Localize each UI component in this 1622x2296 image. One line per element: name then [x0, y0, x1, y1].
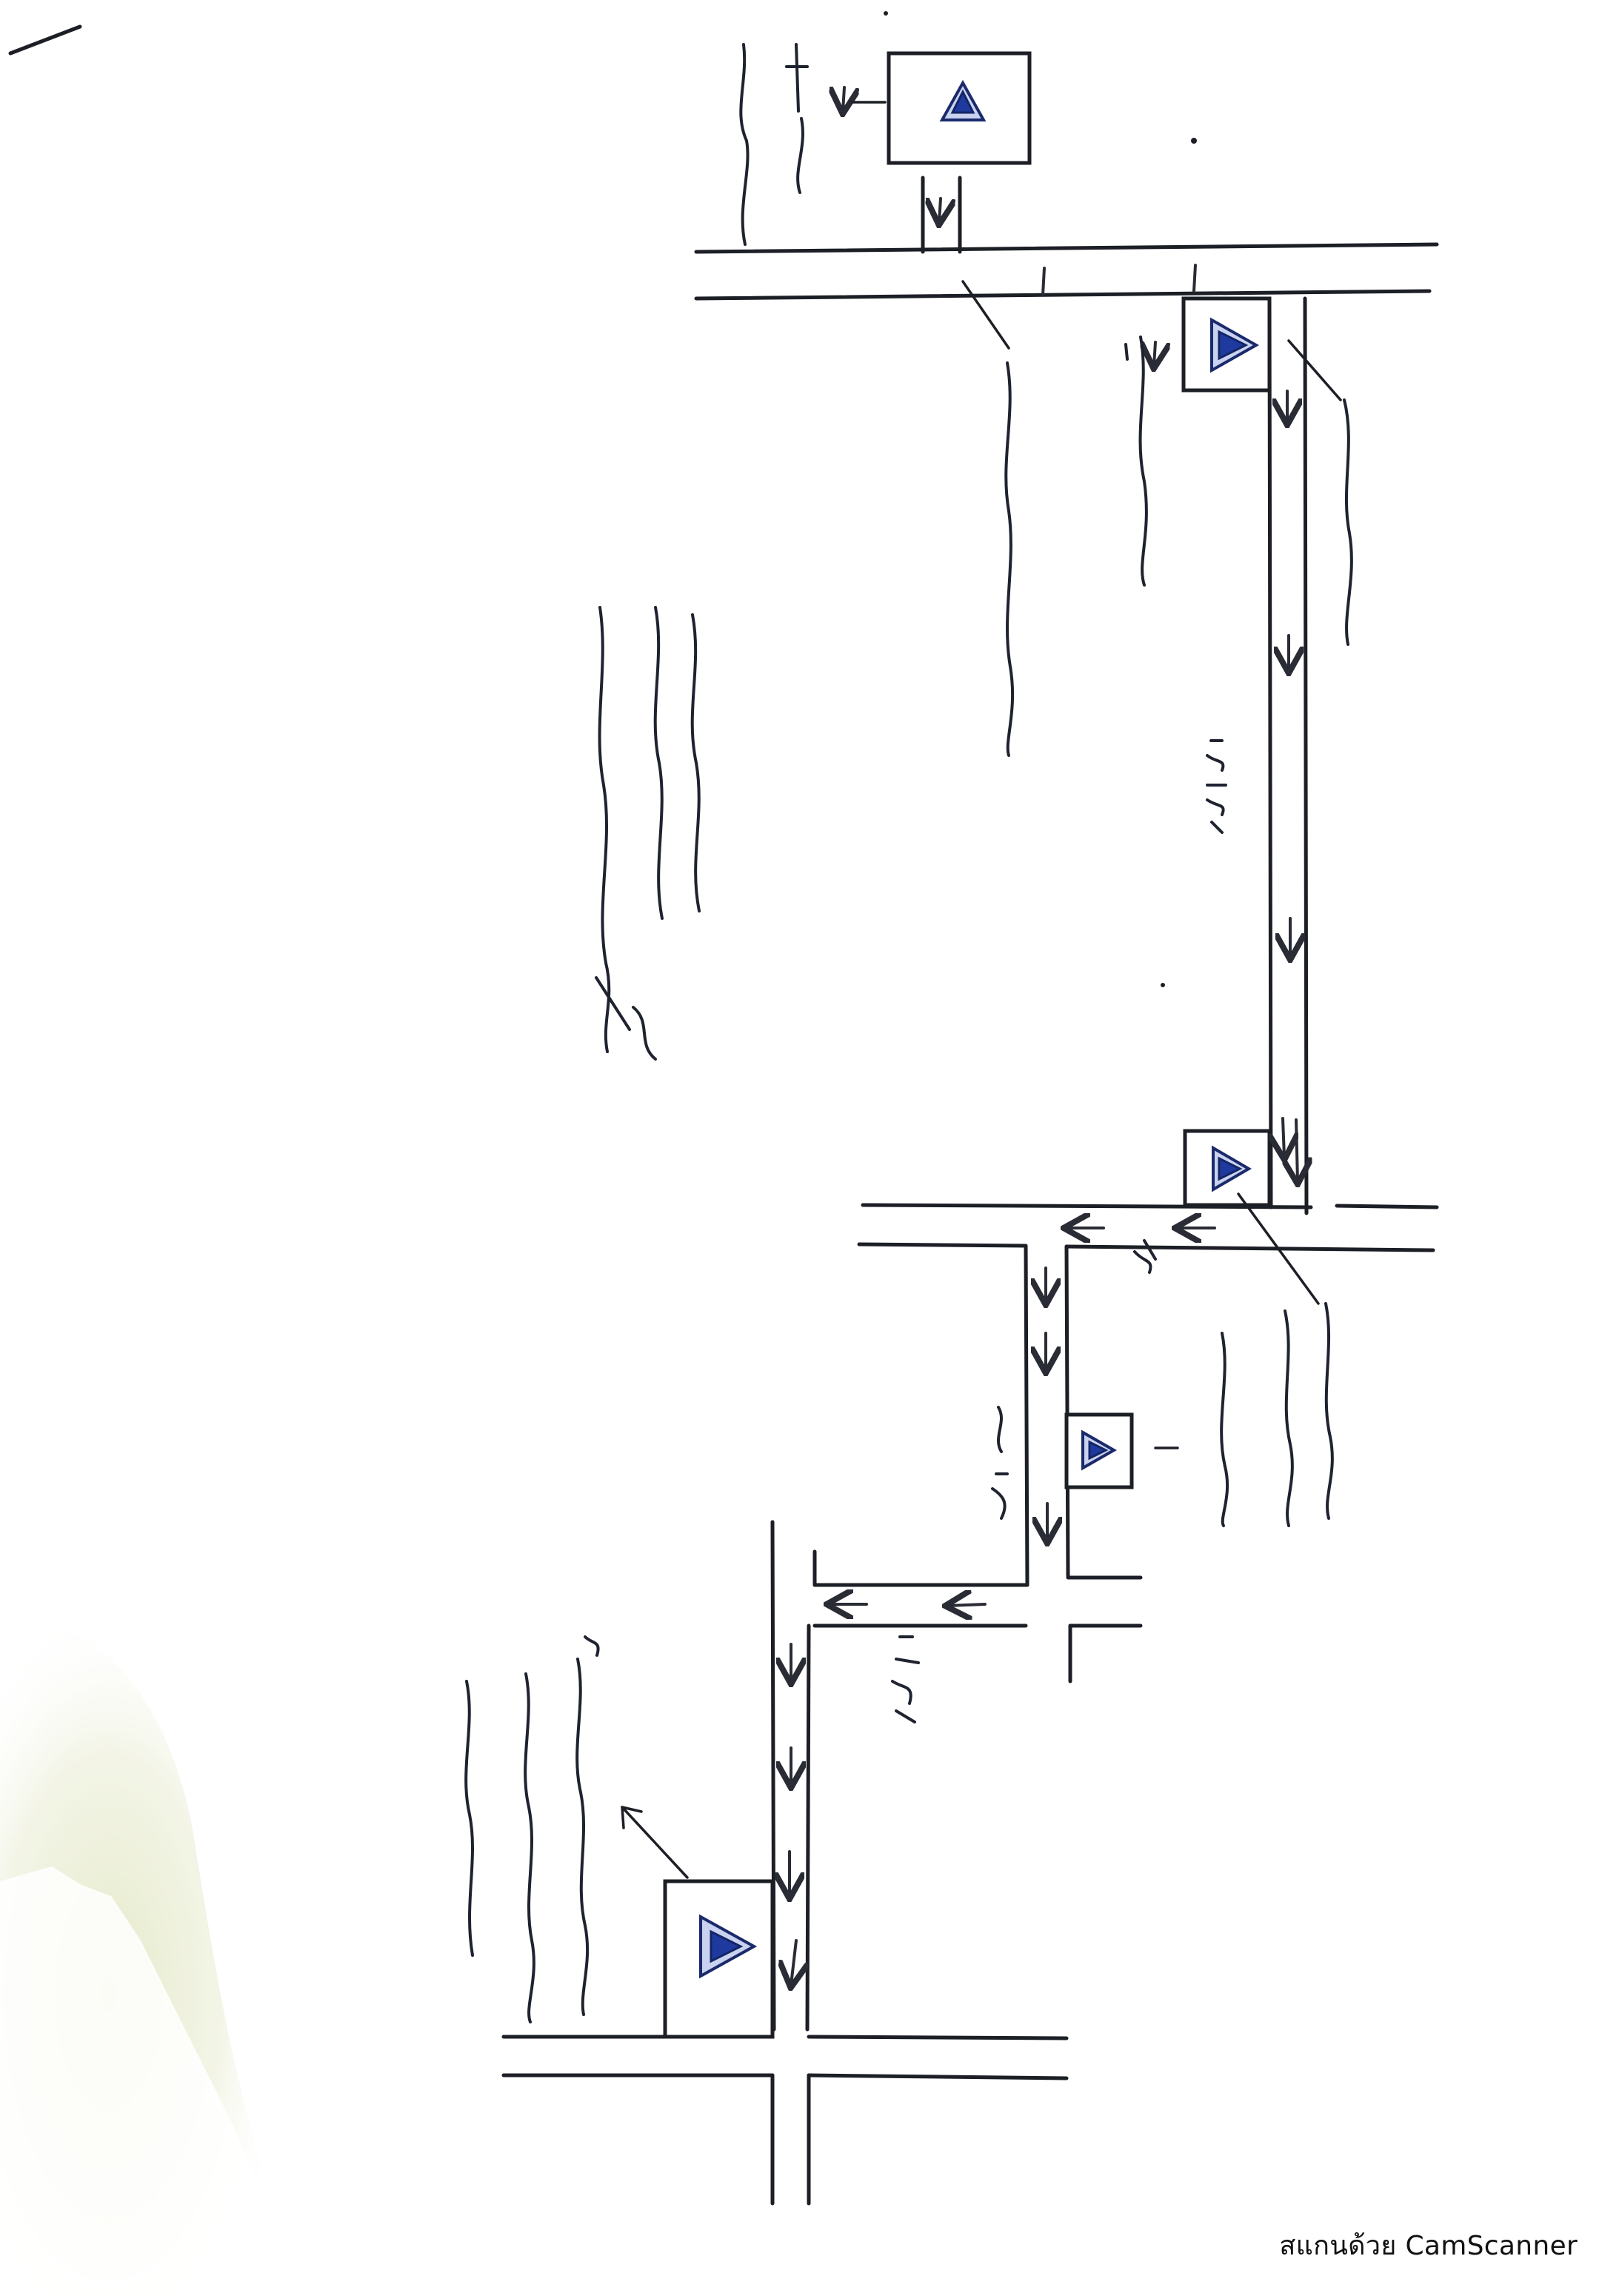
arrow-icon: [843, 86, 844, 111]
leader-top-road: [961, 280, 1010, 350]
site-mid-junction: [1183, 1129, 1272, 1207]
leader-right-road: [1287, 339, 1342, 401]
corner-mark: [8, 24, 82, 56]
site-top-junction: [1181, 296, 1272, 393]
leader-lines: [621, 101, 1342, 1879]
handwritten-annotation-center-title: [595, 606, 701, 1061]
ink-dot: [884, 11, 888, 16]
handwritten-annotation-road-label: [1004, 361, 1015, 757]
leader-mid-junction: [1237, 1192, 1320, 1305]
direction-arrows: [790, 86, 1298, 1985]
triangle-warning-icon: [1212, 1145, 1252, 1192]
road-vertical-left: [1267, 296, 1273, 1209]
arrow-icon: [948, 1604, 987, 1606]
arrow-icon: [1154, 341, 1155, 366]
road-vertical3-right: [805, 1623, 811, 2032]
handwritten-annotation-top-left: [739, 43, 809, 246]
arrow-icon: [1283, 1117, 1284, 1157]
arrow-icon: [1296, 1118, 1298, 1181]
road-mid-lower-edge-right: [1064, 1244, 1435, 1252]
ink-dot: [1161, 983, 1165, 987]
arrow-icon: [791, 1939, 796, 1985]
road-top-upper-edge: [694, 242, 1439, 254]
paper-stain-edge: [0, 1866, 304, 2296]
triangle-warning-icon: [1081, 1429, 1118, 1471]
leader-bottom-arrowhead: [621, 1806, 643, 1829]
handwritten-annotation-distance-15km: [1206, 739, 1227, 834]
leader-bottom-site: [621, 1806, 689, 1879]
road-vertical2-right: [1064, 1244, 1070, 1578]
handwritten-annotation-mid-junction: [1133, 1239, 1334, 1527]
site-bottom: [663, 1879, 775, 2039]
road-mid-lower-edge: [857, 1242, 1028, 1248]
triangle-warning-icon: [939, 79, 987, 121]
camscanner-watermark: สแกนด้วย CamScanner: [1279, 2231, 1578, 2261]
handwritten-annotation-bottom-site: [464, 1635, 600, 2023]
handwritten-annotation-right-road: [1343, 398, 1353, 646]
arrow-icon: [1041, 267, 1046, 296]
ink-dot: [1191, 138, 1197, 144]
road-vertical-right: [1303, 296, 1309, 1215]
site-mid-road: [1064, 1412, 1134, 1489]
arrow-icon: [1192, 264, 1197, 293]
road-vertical2-left: [1024, 1244, 1029, 1587]
handwritten-annotation-distance-1km: [891, 1635, 920, 1723]
triangle-warning-icon: [699, 1914, 758, 1979]
road-bottom-lower-edge-right: [807, 2073, 1069, 2080]
road-top-lower-edge: [694, 289, 1432, 301]
triangle-warning-icon: [1210, 317, 1260, 373]
roads: [501, 176, 1439, 2206]
handwritten-annotation-distance-2km: [991, 1406, 1009, 1520]
site-top-left: [887, 51, 1032, 165]
road-bottom-upper-edge-right: [807, 2035, 1069, 2040]
arrow-icon: [939, 197, 941, 222]
road-mid-upper-edge-right: [1335, 1204, 1439, 1209]
handwritten-annotation-office: [1124, 336, 1148, 587]
